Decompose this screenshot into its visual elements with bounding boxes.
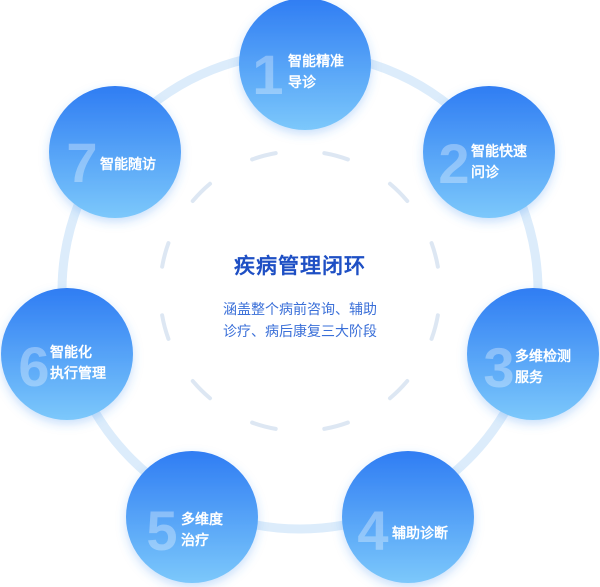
stage-node-2: 2 智能快速 问诊	[423, 86, 555, 218]
stage-node-5-label-line-2: 治疗	[181, 532, 209, 549]
inner-ring-dash	[190, 378, 213, 401]
stage-node-1-label-line-1: 智能精准	[287, 53, 344, 70]
stage-node-3-circle	[467, 288, 599, 420]
stage-node-3: 3 多维检测 服务	[467, 288, 599, 420]
stage-node-5-circle	[126, 451, 258, 583]
stage-node-4-circle	[342, 451, 474, 583]
stage-node-5-label-line-1: 多维度	[181, 511, 224, 528]
inner-dashed-ring	[160, 151, 440, 431]
stage-node-6-label-line-2: 执行管理	[50, 365, 106, 382]
stage-node-2-label-line-2: 问诊	[471, 164, 500, 181]
stage-node-4: 4 辅助诊断	[342, 451, 474, 583]
stage-node-7-number: 7	[66, 131, 97, 194]
center-description-line-2: 诊疗、病后康复三大阶段	[223, 323, 377, 340]
stage-node-6-number: 6	[18, 335, 49, 398]
inner-ring-dash	[429, 313, 440, 341]
stage-node-6-circle	[1, 288, 133, 420]
center-description-line-1: 涵盖整个病前咨询、辅助	[223, 301, 377, 318]
stage-node-7-label-line-1: 智能随访	[99, 156, 156, 173]
stage-node-5: 5 多维度 治疗	[126, 451, 258, 583]
inner-ring-dash	[387, 181, 410, 204]
inner-ring-dash	[160, 313, 171, 341]
stage-node-1-label-line-2: 导诊	[288, 74, 317, 91]
inner-ring-dash	[387, 378, 410, 401]
stage-node-3-number: 3	[483, 336, 514, 399]
inner-ring-dash	[250, 420, 278, 431]
stage-node-3-label-line-2: 服务	[515, 369, 544, 386]
stage-node-1: 1 智能精准 导诊	[239, 0, 371, 130]
stage-node-6: 6 智能化 执行管理	[1, 288, 133, 420]
stage-node-1-number: 1	[252, 43, 283, 106]
stage-node-7-circle	[49, 86, 181, 218]
stage-node-1-circle	[239, 0, 371, 130]
stage-node-2-circle	[423, 86, 555, 218]
center-title: 疾病管理闭环	[234, 254, 366, 278]
stage-node-7: 7 智能随访	[49, 86, 181, 218]
inner-ring-dash	[250, 151, 278, 162]
stage-node-5-number: 5	[146, 499, 177, 562]
inner-ring-dash	[160, 241, 171, 269]
inner-ring-dash	[322, 151, 350, 162]
inner-ring-dash	[322, 420, 350, 431]
stage-node-4-label-line-1: 辅助诊断	[392, 525, 448, 542]
stage-node-4-number: 4	[357, 499, 388, 562]
inner-ring-dash	[429, 241, 440, 269]
stage-node-2-number: 2	[438, 132, 469, 195]
inner-ring-dash	[190, 181, 213, 204]
stage-node-3-label-line-1: 多维检测	[515, 348, 571, 365]
stage-node-2-label-line-1: 智能快速	[470, 143, 527, 160]
stage-node-6-label-line-1: 智能化	[49, 344, 92, 361]
